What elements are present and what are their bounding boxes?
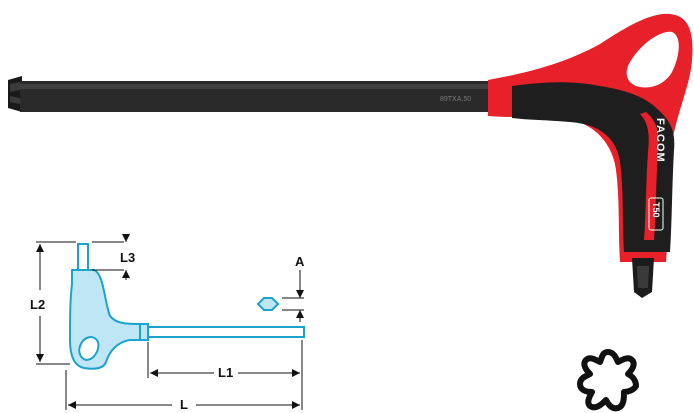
handle-hole	[626, 31, 679, 88]
dim-label-l: L	[180, 397, 188, 412]
svg-text:FACOM: FACOM	[654, 118, 666, 163]
shaft-tip	[8, 76, 22, 112]
size-badge-label: T50	[651, 202, 661, 218]
drawing-shaft	[145, 326, 305, 338]
dim-label-a: A	[295, 254, 305, 269]
drawing-handle-hole	[78, 336, 100, 362]
dim-label-l2: L2	[30, 297, 45, 312]
t-handle-key-photo: 89TXA.50 FACOM T50	[8, 13, 693, 298]
brand-logo: FACOM	[654, 118, 666, 163]
handle-black-grip	[512, 82, 675, 252]
dimension-arrows	[36, 234, 304, 409]
size-badge	[648, 197, 664, 231]
torx-profile-icon	[577, 349, 639, 412]
dim-label-l3: L3	[120, 250, 135, 265]
dim-label-l1: L1	[218, 365, 233, 380]
shaft-marking: 89TXA.50	[440, 96, 471, 103]
technical-drawing	[68, 243, 305, 370]
drawing-short-shaft	[77, 243, 89, 271]
hex-tip-icon	[256, 297, 280, 311]
